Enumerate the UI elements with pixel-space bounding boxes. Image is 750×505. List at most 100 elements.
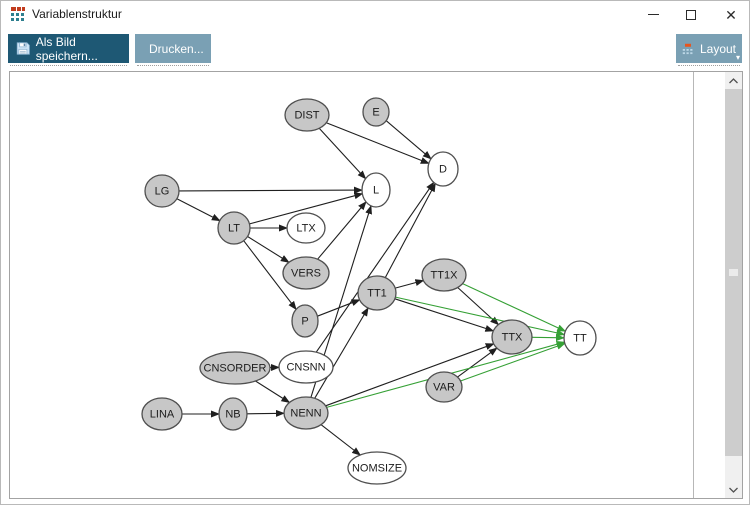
graph-node-NB[interactable]: NB bbox=[218, 397, 248, 431]
node-ellipse bbox=[361, 172, 391, 208]
node-ellipse bbox=[283, 396, 329, 430]
graph-edge-LG-L bbox=[178, 186, 363, 194]
graph-node-TTX[interactable]: TTX bbox=[491, 319, 533, 355]
node-label: TT bbox=[573, 333, 587, 345]
scrollbar-thumb[interactable] bbox=[725, 89, 742, 456]
graph-edge-VAR-TTX bbox=[457, 347, 498, 378]
node-ellipse bbox=[278, 350, 334, 384]
node-ellipse bbox=[357, 275, 397, 311]
focus-dots bbox=[10, 65, 127, 66]
node-label: L bbox=[373, 185, 379, 197]
node-ellipse bbox=[199, 351, 271, 385]
graph-node-LTX[interactable]: LTX bbox=[286, 212, 326, 244]
close-button[interactable]: ✕ bbox=[714, 1, 748, 28]
graph-edge-DIST-L bbox=[318, 127, 367, 180]
graph-node-VERS[interactable]: VERS bbox=[282, 256, 330, 290]
node-ellipse bbox=[563, 320, 597, 356]
graph-node-LT[interactable]: LT bbox=[217, 211, 251, 245]
node-ellipse bbox=[427, 151, 459, 187]
floppy-disk-icon bbox=[16, 42, 30, 55]
graph-node-CNSNN[interactable]: CNSNN bbox=[278, 350, 334, 384]
graph-edge-TT1-TT1X bbox=[395, 279, 425, 289]
layout-button[interactable]: Layout ▾ bbox=[676, 34, 742, 66]
graph-edge-TT1-TTX bbox=[394, 298, 495, 332]
node-label: VAR bbox=[433, 382, 455, 394]
node-label: LTX bbox=[296, 223, 316, 235]
node-ellipse bbox=[286, 212, 326, 244]
graph-edge-E-D bbox=[385, 120, 432, 160]
node-ellipse bbox=[362, 97, 390, 127]
variable-graph-canvas[interactable]: DIST E D LG L LT LTX VERS TT1 TT1X P TTX TT CNSORDER C… bbox=[10, 72, 725, 498]
node-label: TT1 bbox=[367, 288, 387, 300]
focus-dots bbox=[137, 65, 209, 66]
graph-edge-CNSORDER-NENN bbox=[255, 380, 291, 404]
graph-node-E[interactable]: E bbox=[362, 97, 390, 127]
node-ellipse bbox=[144, 174, 180, 208]
node-ellipse bbox=[217, 211, 251, 245]
graph-edge-TTX-TT bbox=[531, 334, 565, 342]
node-label: VERS bbox=[291, 268, 321, 280]
graph-node-LINA[interactable]: LINA bbox=[141, 397, 183, 431]
graph-node-DIST[interactable]: DIST bbox=[284, 98, 330, 132]
graph-node-CNSORDER[interactable]: CNSORDER bbox=[199, 351, 271, 385]
node-label: TT1X bbox=[431, 270, 459, 282]
node-label: CNSORDER bbox=[204, 363, 267, 375]
print-label: Drucken... bbox=[149, 41, 204, 56]
window-title: Variablenstruktur bbox=[32, 7, 122, 21]
node-ellipse bbox=[284, 98, 330, 132]
layout-hierarchy-icon bbox=[682, 43, 693, 54]
graph-edge-LT-P bbox=[243, 240, 297, 311]
chevron-down-icon: ▾ bbox=[735, 53, 740, 62]
node-ellipse bbox=[491, 319, 533, 355]
node-ellipse bbox=[141, 397, 183, 431]
graph-edge-DIST-D bbox=[326, 122, 430, 164]
vertical-scrollbar[interactable] bbox=[725, 72, 742, 498]
toolbar: Als Bild speichern... Drucken... bbox=[1, 27, 749, 71]
graph-edge-NB-NENN bbox=[246, 409, 285, 417]
graph-edge-LG-LT bbox=[176, 198, 221, 222]
graph-node-LG[interactable]: LG bbox=[144, 174, 180, 208]
scroll-up-button[interactable] bbox=[725, 72, 742, 89]
node-label: LT bbox=[228, 223, 240, 235]
node-ellipse bbox=[425, 371, 463, 403]
node-label: NB bbox=[225, 409, 240, 421]
maximize-button[interactable] bbox=[674, 1, 708, 28]
node-ellipse bbox=[347, 451, 407, 485]
save-image-button[interactable]: Als Bild speichern... bbox=[8, 34, 129, 66]
hierarchy-icon bbox=[11, 7, 25, 21]
node-ellipse bbox=[291, 304, 319, 338]
print-button[interactable]: Drucken... bbox=[135, 34, 211, 66]
node-ellipse bbox=[421, 258, 467, 292]
node-label: NOMSIZE bbox=[352, 463, 402, 475]
graph-node-TT1[interactable]: TT1 bbox=[357, 275, 397, 311]
graph-edge-TT1-D bbox=[384, 182, 436, 278]
minimize-button[interactable] bbox=[636, 1, 670, 28]
graph-edge-NENN-NOMSIZE bbox=[320, 424, 361, 456]
node-label: P bbox=[301, 316, 308, 328]
graph-node-TT[interactable]: TT bbox=[563, 320, 597, 356]
save-image-label: Als Bild speichern... bbox=[35, 34, 98, 63]
graph-node-NOMSIZE[interactable]: NOMSIZE bbox=[347, 451, 407, 485]
graph-node-NENN[interactable]: NENN bbox=[283, 396, 329, 430]
graph-node-D[interactable]: D bbox=[427, 151, 459, 187]
graph-edge-LT-VERS bbox=[247, 236, 290, 263]
node-label: DIST bbox=[294, 110, 319, 122]
graph-edge-NENN-TT1 bbox=[314, 307, 369, 399]
graph-node-VAR[interactable]: VAR bbox=[425, 371, 463, 403]
graph-node-P[interactable]: P bbox=[291, 304, 319, 338]
node-label: LINA bbox=[150, 409, 175, 421]
graph-node-L[interactable]: L bbox=[361, 172, 391, 208]
graph-node-TT1X[interactable]: TT1X bbox=[421, 258, 467, 292]
graph-edge-NENN-TTX bbox=[325, 343, 495, 407]
canvas-panel: DIST E D LG L LT LTX VERS TT1 TT1X P TTX TT CNSORDER C… bbox=[9, 71, 743, 499]
scroll-down-button[interactable] bbox=[725, 481, 742, 498]
node-ellipse bbox=[282, 256, 330, 290]
graph-edge-LT-L bbox=[249, 192, 364, 225]
graph-edge-TT1-TT bbox=[395, 296, 566, 337]
node-label: LG bbox=[155, 186, 170, 198]
node-ellipse bbox=[218, 397, 248, 431]
node-label: TTX bbox=[502, 332, 523, 344]
layout-label: Layout bbox=[699, 41, 736, 56]
chevron-down-icon bbox=[729, 487, 738, 493]
